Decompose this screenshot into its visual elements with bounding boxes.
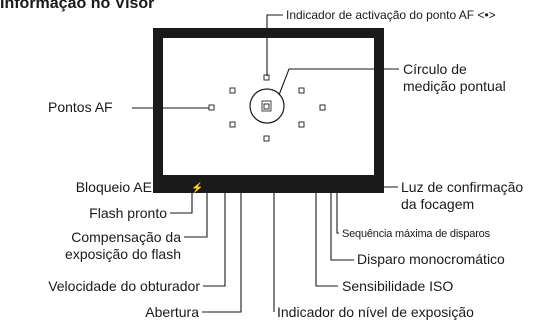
spot-metering-circle xyxy=(249,88,285,124)
label-af-points: Pontos AF xyxy=(48,99,113,115)
focus-confirm-dot: ● xyxy=(343,183,348,193)
lcd-digits-mid: 8.8 xyxy=(238,183,251,193)
label-af-activation: Indicador de activação do ponto AF <•> xyxy=(286,8,496,22)
af-point-upper-left xyxy=(229,87,236,94)
af-point-center-outline xyxy=(261,100,272,112)
af-point-upper-right xyxy=(298,87,305,94)
af-point-lower-right xyxy=(298,121,305,128)
af-point-lower-left xyxy=(229,121,236,128)
label-max-burst: Sequência máxima de disparos xyxy=(342,228,490,240)
label-ae-lock: Bloqueio AE xyxy=(75,179,152,195)
label-aperture: Abertura xyxy=(145,304,199,320)
label-focus-confirm-2: da focagem xyxy=(401,196,475,212)
af-point-bottom xyxy=(263,135,270,142)
af-point-center xyxy=(263,103,270,110)
exposure-scale-ticks xyxy=(252,188,290,192)
label-monochrome: Disparo monocromático xyxy=(357,251,505,267)
label-spot-circle-2: medição pontual xyxy=(403,78,506,94)
lcd-digits-burst: 88 xyxy=(331,183,341,193)
label-shutter-speed: Velocidade do obturador xyxy=(48,278,200,294)
label-focus-confirm-1: Luz de confirmação xyxy=(401,179,524,195)
lcd-iso-label: ISO xyxy=(295,182,304,188)
label-exposure-level: Indicador do nível de exposição xyxy=(277,304,474,320)
page-title: Informação no Visor xyxy=(0,0,155,12)
ae-lock-flash-symbols: ✱⚡ xyxy=(183,181,204,194)
label-flash-comp-1: Compensação da xyxy=(71,229,181,245)
label-flash-comp-2: exposição do flash xyxy=(65,246,181,262)
af-point-left xyxy=(208,104,215,111)
label-iso: Sensibilidade ISO xyxy=(342,278,454,294)
lcd-digits-iso: 8888 xyxy=(305,183,325,193)
lcd-digits-left: 8888 xyxy=(213,183,233,193)
leader-lines xyxy=(132,14,399,313)
lcd-scale: 2.1.0.1.2 xyxy=(253,183,273,189)
label-spot-circle-1: Círculo de xyxy=(403,61,467,77)
label-flash-ready: Flash pronto xyxy=(89,205,167,221)
lcd-info-bar: ✱⚡ 8888 8.8 2.1.0.1.2 ISO 8888 xyxy=(183,181,348,194)
af-point-right xyxy=(319,104,326,111)
flash-comp-icon xyxy=(201,183,212,191)
